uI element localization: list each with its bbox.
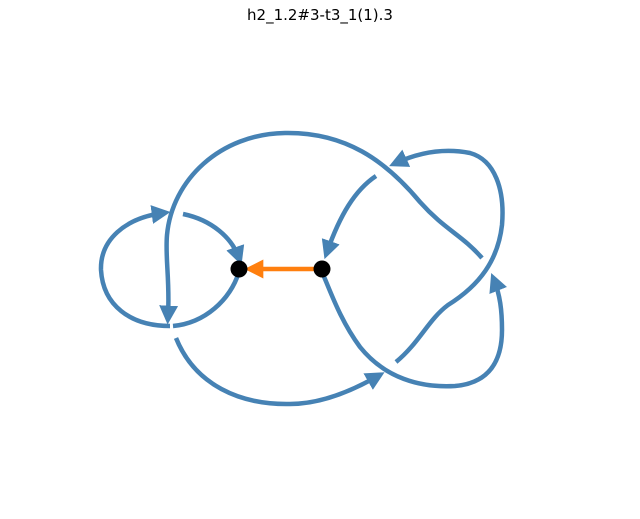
strand-inner-to-node bbox=[321, 174, 378, 260]
node-right bbox=[313, 260, 331, 278]
strand-big-arc bbox=[159, 130, 484, 325]
strand-node-to-loop bbox=[172, 271, 242, 329]
strand-bottom-arc bbox=[173, 337, 385, 407]
strand-right-upper-loop bbox=[389, 148, 505, 364]
strand-left-to-node bbox=[182, 211, 245, 266]
strand-left-loop bbox=[98, 205, 171, 329]
strand-right-lower-loop bbox=[319, 271, 507, 389]
node-left bbox=[230, 260, 248, 278]
figure-title: h2_1.2#3-t3_1(1).3 bbox=[247, 6, 393, 24]
